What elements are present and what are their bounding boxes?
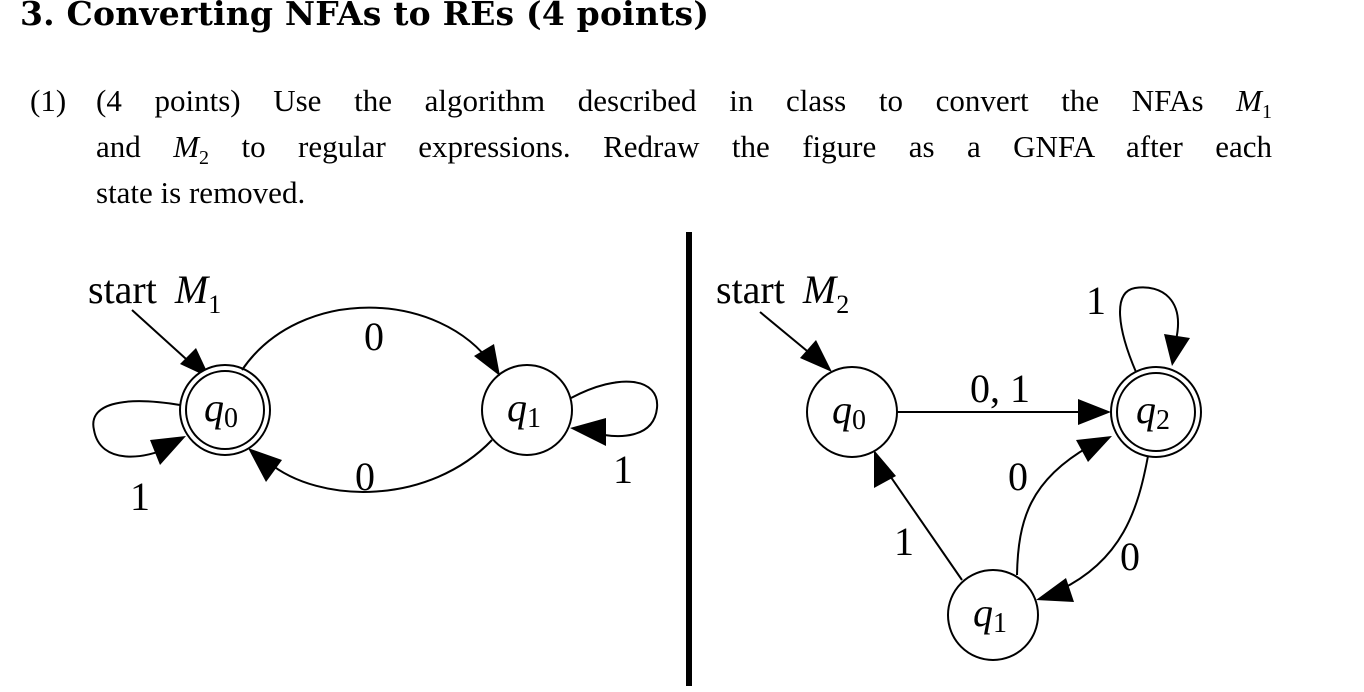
m2-edge-q2-q1 [1059, 455, 1149, 591]
m2-edge-q0-q2-arrowhead [1078, 399, 1111, 425]
m1-state-q0: q0 [179, 364, 271, 456]
m1-loop-q1-arrowhead [570, 418, 606, 446]
m1-edge-q0-q1 [241, 306, 494, 371]
m2-state-q0: q0 [806, 366, 898, 458]
m1-edge-q0-q1-arrowhead [474, 344, 500, 376]
m1-start-arrow [131, 309, 197, 369]
m2-q2-label: q2 [1136, 387, 1170, 436]
figure-divider [686, 232, 692, 686]
m2-edge-q0-q2-label: 0, 1 [970, 366, 1030, 411]
m2-loop-q2-arrowhead [1164, 334, 1190, 366]
m1-q0-label: q0 [204, 385, 238, 434]
m1-edge-q0-q1-label: 0 [364, 314, 384, 359]
m1-start-label: start M1 [88, 267, 221, 319]
m1-edge-q1-q0-label: 0 [355, 454, 375, 499]
m2-q1-label: q1 [973, 590, 1007, 639]
m2-edge-q2-q1-arrowhead [1036, 578, 1074, 602]
problem-line-1-text: (4 points) Use the algorithm described i… [96, 83, 1272, 124]
problem-line-1: (4 points) Use the algorithm described i… [96, 78, 1272, 124]
figure-m1: start M1 q0 q1 0 0 [88, 267, 659, 519]
m2-q0-label: q0 [832, 387, 866, 436]
m1-loop-q1-label: 1 [613, 447, 633, 492]
m1-edge-q1-q0 [267, 439, 493, 493]
m2-edge-q1-q0-arrowhead [874, 450, 896, 488]
m1-loop-q0 [92, 400, 181, 458]
m1-loop-q0-label: 1 [130, 474, 150, 519]
m2-state-q1: q1 [947, 569, 1039, 661]
problem-text: (4 points) Use the algorithm described i… [96, 78, 1272, 216]
problem-line-2: and M2 to regular expressions. Redraw th… [96, 124, 1272, 170]
m2-edge-q1-q0 [885, 469, 963, 581]
m2-edge-q2-q1-label: 0 [1120, 534, 1140, 579]
m2-edge-q1-q2 [1016, 445, 1091, 576]
figure-m2: start M2 q0 q2 q1 [716, 267, 1202, 661]
m2-loop-q2-label: 1 [1086, 278, 1106, 323]
m2-start-label: start M2 [716, 267, 849, 319]
m1-loop-q1 [570, 380, 659, 438]
m2-loop-q2 [1119, 286, 1179, 373]
m1-q1-label: q1 [507, 385, 541, 434]
section-heading: 3. Converting NFAs to REs (4 points) [20, 0, 710, 33]
problem-line-3: state is removed. [96, 175, 306, 210]
m1-loop-q0-arrowhead [150, 436, 186, 465]
problem-number: (1) [30, 83, 67, 118]
m1-edge-q1-q0-arrowhead [248, 448, 282, 482]
problem-line-2-text: and M2 to regular expressions. Redraw th… [96, 129, 1272, 170]
m2-edge-q1-q2-arrowhead [1076, 436, 1112, 462]
m2-state-q2: q2 [1110, 366, 1202, 458]
m2-edge-q1-q2-label: 0 [1008, 454, 1028, 499]
m2-start-arrowhead [800, 340, 832, 372]
m1-state-q1: q1 [481, 364, 573, 456]
m2-edge-q1-q0-label: 1 [894, 519, 914, 564]
